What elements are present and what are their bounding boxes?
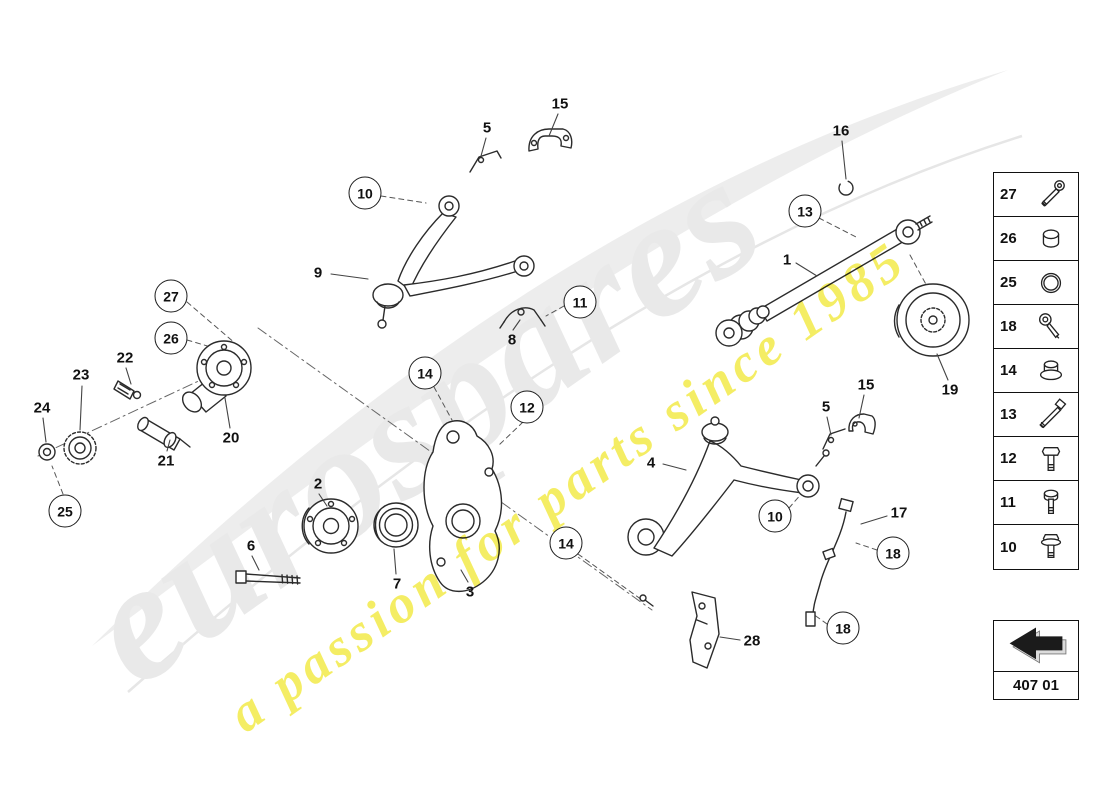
retainer-bracket-top — [469, 150, 502, 173]
steering-knuckle — [423, 420, 503, 593]
back-arrow-icon — [1009, 627, 1067, 664]
sidebar-item-14[interactable]: 14 — [994, 349, 1078, 393]
drive-shaft — [715, 180, 933, 347]
splined-pin — [113, 380, 142, 400]
lower-control-arm — [627, 416, 830, 607]
callout-label-1[interactable]: 1 — [782, 251, 792, 269]
sidebar-item-number: 25 — [1000, 274, 1017, 291]
clamp-bracket-top — [528, 128, 573, 152]
callout-label-17[interactable]: 17 — [890, 504, 908, 522]
sidebar-item-number: 10 — [1000, 538, 1017, 556]
callout-label-2[interactable]: 2 — [313, 475, 323, 493]
callout-label-7[interactable]: 7 — [392, 575, 402, 593]
sidebar-item-26[interactable]: 26 — [994, 217, 1078, 261]
o-ring-icon — [1026, 266, 1075, 300]
hex-bolt-icon — [1026, 442, 1075, 476]
callout-label-22[interactable]: 22 — [116, 349, 134, 367]
sidebar-item-number: 18 — [1000, 318, 1017, 335]
callout-label-19[interactable]: 19 — [941, 381, 959, 399]
callout-label-20[interactable]: 20 — [222, 429, 240, 447]
sidebar-item-18[interactable]: 18 — [994, 305, 1078, 349]
callout-label-4[interactable]: 4 — [646, 454, 656, 472]
callout-label-5[interactable]: 5 — [482, 119, 492, 137]
sidebar-item-number: 26 — [1000, 230, 1017, 247]
callout-circle-18[interactable]: 18 — [876, 536, 910, 570]
hex-flange-bolt-icon — [1026, 530, 1075, 564]
callout-label-21[interactable]: 21 — [157, 452, 175, 470]
callout-circle-12[interactable]: 12 — [510, 390, 544, 424]
callout-label-5[interactable]: 5 — [821, 398, 831, 416]
callout-label-15[interactable]: 15 — [551, 95, 569, 113]
callout-label-9[interactable]: 9 — [313, 264, 323, 282]
callout-label-15[interactable]: 15 — [857, 376, 875, 394]
sidebar-item-11[interactable]: 11 — [994, 481, 1078, 525]
callout-circle-10[interactable]: 10 — [348, 176, 382, 210]
callout-label-28[interactable]: 28 — [743, 632, 761, 650]
leader-lines — [42, 113, 949, 641]
flange-nut-icon — [1026, 354, 1075, 388]
stud-bolt-icon — [1026, 486, 1075, 520]
sidebar-item-number: 11 — [1000, 494, 1016, 511]
sidebar-item-12[interactable]: 12 — [994, 437, 1078, 481]
circlip — [838, 180, 854, 196]
sidebar-item-13[interactable]: 13 — [994, 393, 1078, 437]
diagram-code: 407 01 — [993, 672, 1079, 700]
callout-circle-25[interactable]: 25 — [48, 494, 82, 528]
callout-circle-14[interactable]: 14 — [549, 526, 583, 560]
washer — [38, 443, 56, 461]
sidebar-item-10[interactable]: 10 — [994, 525, 1078, 569]
splash-shield-bracket — [689, 591, 720, 669]
callout-circle-27[interactable]: 27 — [154, 279, 188, 313]
hub-bolt — [235, 570, 301, 585]
upper-control-arm — [372, 195, 535, 329]
callout-circle-10[interactable]: 10 — [758, 499, 792, 533]
callout-label-23[interactable]: 23 — [72, 366, 90, 384]
sidebar-item-number: 13 — [1000, 406, 1017, 423]
sidebar-item-25[interactable]: 25 — [994, 261, 1078, 305]
callout-label-8[interactable]: 8 — [507, 331, 517, 349]
sidebar-item-number: 27 — [1000, 186, 1017, 203]
clamp-bracket-right — [848, 413, 876, 435]
callout-label-16[interactable]: 16 — [832, 122, 850, 140]
retainer-bracket-right — [822, 428, 846, 450]
speed-sensor-wire — [805, 497, 854, 627]
wheel-hub — [301, 498, 359, 554]
hardware-sidebar: 27 26 25 18 14 13 12 11 10 — [993, 172, 1079, 570]
countersunk-screw-icon — [1026, 310, 1075, 344]
drive-flange — [893, 283, 970, 357]
callout-label-3[interactable]: 3 — [465, 583, 475, 601]
callout-circle-26[interactable]: 26 — [154, 321, 188, 355]
wheel-bearing — [373, 502, 419, 548]
sidebar-item-27[interactable]: 27 — [994, 173, 1078, 217]
tone-wheel — [63, 431, 97, 465]
callout-circle-11[interactable]: 11 — [563, 285, 597, 319]
callout-circle-14[interactable]: 14 — [408, 356, 442, 390]
sidebar-item-number: 12 — [1000, 450, 1017, 467]
sidebar-item-number: 14 — [1000, 362, 1017, 379]
cap-nut-icon — [1026, 222, 1075, 256]
diagram-nav-box: 407 01 — [993, 620, 1079, 700]
stone-guard-bracket — [499, 307, 546, 329]
callout-label-24[interactable]: 24 — [33, 399, 51, 417]
back-arrow-button[interactable] — [993, 620, 1079, 672]
long-bolt-icon — [1026, 397, 1075, 432]
callout-label-6[interactable]: 6 — [246, 537, 256, 555]
socket-head-bolt-icon — [1026, 178, 1075, 212]
callout-circle-13[interactable]: 13 — [788, 194, 822, 228]
callout-circle-18[interactable]: 18 — [826, 611, 860, 645]
wheel-hub-flange — [181, 340, 252, 413]
